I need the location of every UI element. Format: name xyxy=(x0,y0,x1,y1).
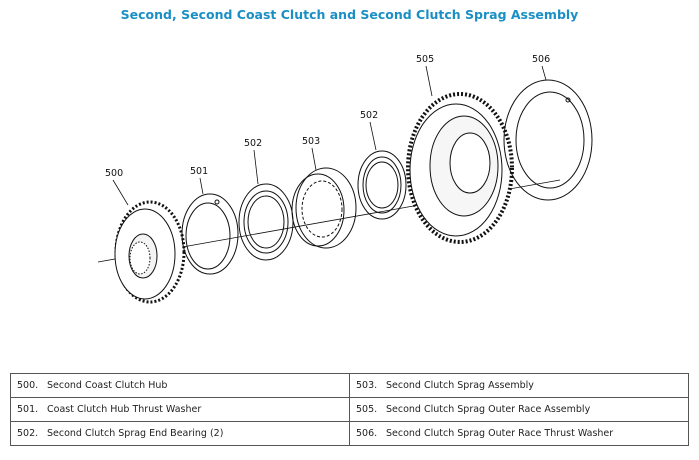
diagram-title: Second, Second Coast Clutch and Second C… xyxy=(120,7,579,22)
part-500-coast-clutch-hub xyxy=(114,200,186,304)
part-number: 503. xyxy=(356,380,378,391)
callout-505: 505 xyxy=(416,54,434,65)
part-description: Second Clutch Sprag Outer Race Thrust Wa… xyxy=(386,428,614,439)
part-description: Second Clutch Sprag End Bearing (2) xyxy=(47,428,224,439)
part-number: 501. xyxy=(17,404,39,415)
callout-503: 503 xyxy=(302,136,320,147)
legend-cell: 506. Second Clutch Sprag Outer Race Thrus… xyxy=(349,421,689,446)
part-502-end-bearing-left xyxy=(238,183,294,261)
part-description: Second Coast Clutch Hub xyxy=(47,380,168,391)
callout-502-left: 502 xyxy=(244,138,262,149)
legend-cell: 505. Second Clutch Sprag Outer Race Assem… xyxy=(349,397,689,422)
legend-cell: 502. Second Clutch Sprag End Bearing (2) xyxy=(10,421,350,446)
legend-row: 501. Coast Clutch Hub Thrust Washer 505. S… xyxy=(10,397,689,422)
part-description: Second Clutch Sprag Assembly xyxy=(386,380,534,391)
leader-lines xyxy=(112,65,547,206)
legend-row: 502.Second Clutch Sprag End Bearing (2) … xyxy=(10,421,689,446)
part-number: 506. xyxy=(356,428,378,439)
part-description: Coast Clutch Hub Thrust Washer xyxy=(47,404,202,415)
part-505-outer-race-assembly xyxy=(406,92,514,244)
exploded-view-diagram: 500 501 502 503 502 505 506 xyxy=(97,54,593,304)
callout-506: 506 xyxy=(532,54,550,65)
callout-500: 500 xyxy=(105,168,123,179)
part-502-end-bearing-right xyxy=(357,150,407,220)
part-number: 502. xyxy=(17,428,39,439)
part-501-thrust-washer xyxy=(181,193,239,275)
legend-cell: 501. Coast Clutch Hub Thrust Washer xyxy=(10,397,350,422)
part-description: Second Clutch Sprag Outer Race Assembly xyxy=(386,404,591,415)
part-506-outer-race-thrust-washer xyxy=(503,79,593,201)
legend-row: 500. Second Coast Clutch Hub 503. Second C… xyxy=(10,373,689,398)
part-503-sprag-assembly xyxy=(291,167,357,249)
part-number: 500. xyxy=(17,380,39,391)
legend-cell: 503. Second Clutch Sprag Assembly xyxy=(349,373,689,398)
callout-501: 501 xyxy=(190,166,208,177)
part-number: 505. xyxy=(356,404,378,415)
callout-502-right: 502 xyxy=(360,110,378,121)
parts-legend-table: 500. Second Coast Clutch Hub 503. Second C… xyxy=(10,373,689,446)
legend-cell: 500. Second Coast Clutch Hub xyxy=(10,373,350,398)
